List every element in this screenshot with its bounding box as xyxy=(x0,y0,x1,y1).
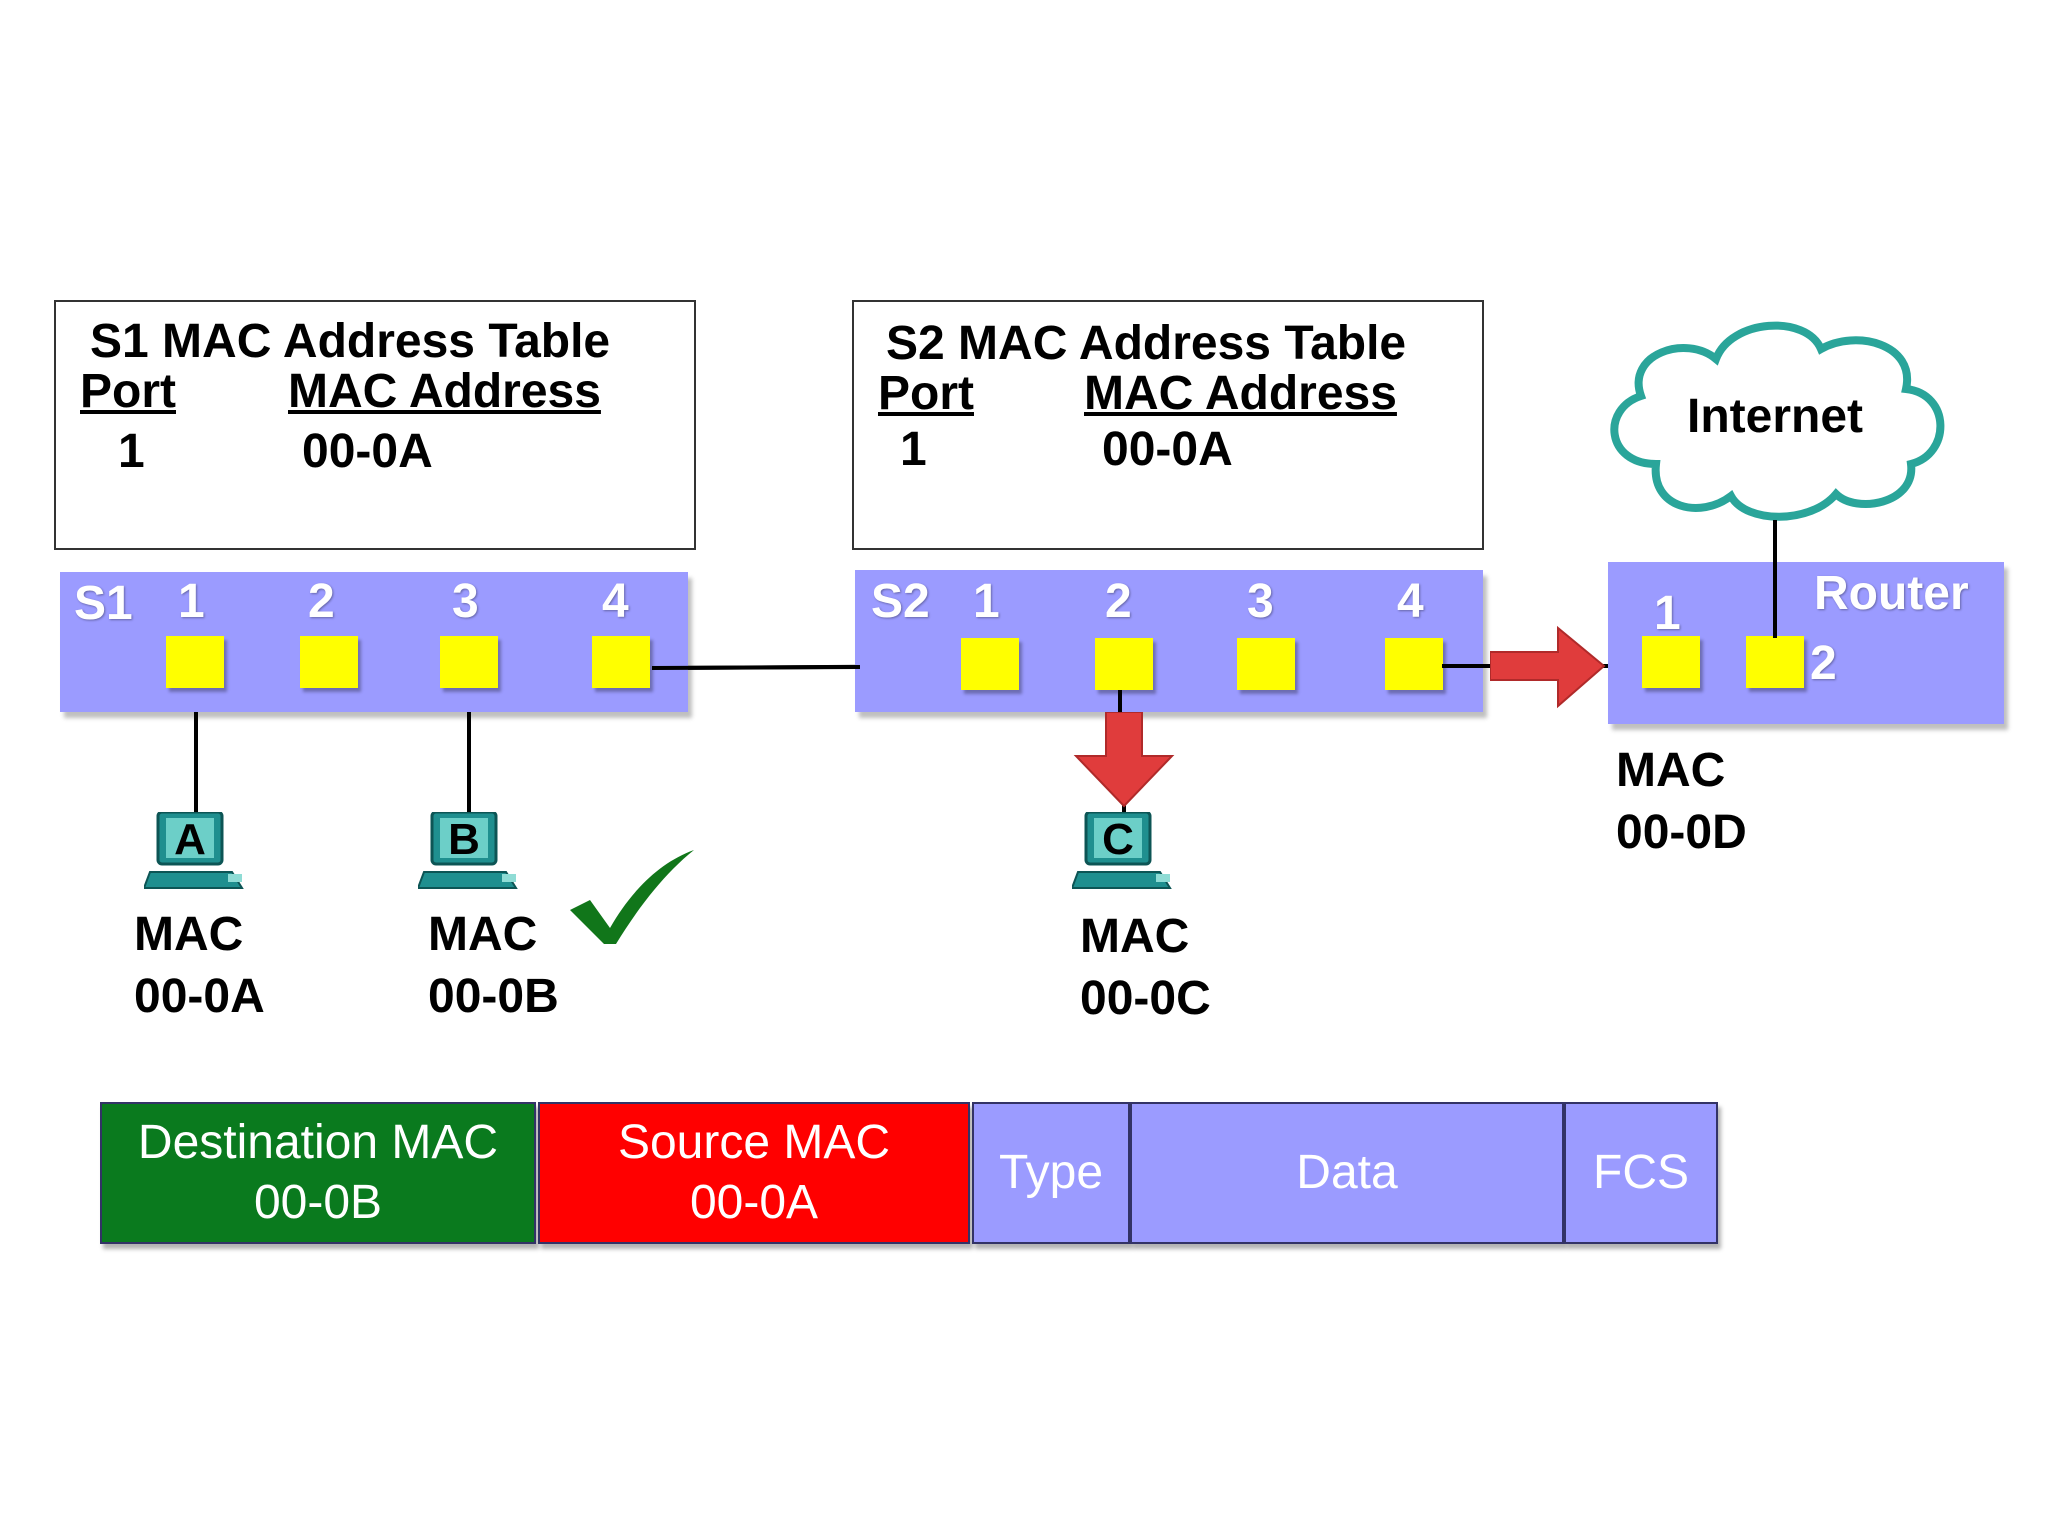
s2-table-port-header: Port xyxy=(878,367,974,420)
s2-port-4 xyxy=(1385,638,1443,690)
host-b-mac-caption: MAC xyxy=(428,908,538,961)
s2-port-1-label: 1 xyxy=(973,575,1000,628)
s2-table-row-mac: 00-0A xyxy=(1102,423,1233,476)
s2-port-2 xyxy=(1095,638,1153,690)
s1-table-mac-header: MAC Address xyxy=(288,365,601,418)
pc-icon: C xyxy=(1072,812,1172,889)
s2-table-mac-header: MAC Address xyxy=(1084,367,1397,420)
checkmark-icon xyxy=(570,850,694,944)
frame-src-value: 00-0A xyxy=(689,1176,819,1229)
host-a-mac-caption: MAC xyxy=(134,908,244,961)
frame-fcs: FCS xyxy=(1564,1102,1718,1244)
switch-s2-name: S2 xyxy=(871,575,930,628)
host-a-letter: A xyxy=(174,815,206,864)
s1-port-1 xyxy=(166,636,224,688)
frame-dest-value: 00-0B xyxy=(253,1176,383,1229)
s2-port-3 xyxy=(1237,638,1295,690)
router-mac-caption: MAC xyxy=(1616,744,1726,797)
pc-icon: B xyxy=(418,812,518,889)
arrow-icon xyxy=(1490,625,1606,709)
host-c-mac-caption: MAC xyxy=(1080,910,1190,963)
s1-table-title: S1 MAC Address Table xyxy=(90,315,611,368)
router-name: Router xyxy=(1814,567,1969,620)
frame-dest-label: Destination MAC xyxy=(137,1116,499,1169)
arrow-icon xyxy=(1073,712,1175,808)
switch-s1: S1 1 2 3 4 xyxy=(60,572,688,712)
s1-port-2 xyxy=(300,636,358,688)
s1-port-3-label: 3 xyxy=(452,575,479,628)
router-port-2 xyxy=(1746,636,1804,688)
router-mac-value: 00-0D xyxy=(1616,806,1747,859)
cloud-icon: Internet xyxy=(1610,321,1945,521)
s1-mac-table: S1 MAC Address Table Port MAC Address 1 … xyxy=(54,300,696,550)
host-c-mac-label: MAC 00-0C xyxy=(1080,906,1211,1030)
s2-mac-table: S2 MAC Address Table Port MAC Address 1 … xyxy=(852,300,1484,550)
s1-port-4 xyxy=(592,636,650,688)
frame-src-label: Source MAC xyxy=(617,1116,891,1169)
host-c-letter: C xyxy=(1102,815,1134,864)
s1-port-2-label: 2 xyxy=(308,575,335,628)
frame-type: Type xyxy=(972,1102,1130,1244)
switch-s1-name: S1 xyxy=(74,577,133,630)
frame-fcs-label: FCS xyxy=(1593,1146,1689,1199)
host-b-letter: B xyxy=(448,815,480,864)
s2-table-title: S2 MAC Address Table xyxy=(886,317,1407,370)
host-a-mac-label: MAC 00-0A xyxy=(134,904,265,1028)
router-port-2-label: 2 xyxy=(1810,637,1837,690)
host-b-mac-label: MAC 00-0B xyxy=(428,904,559,1028)
router-mac-label: MAC 00-0D xyxy=(1616,740,1747,864)
host-c-mac-value: 00-0C xyxy=(1080,972,1211,1025)
s2-port-2-label: 2 xyxy=(1105,575,1132,628)
router-port-1-label: 1 xyxy=(1654,587,1681,640)
s1-table-row-port: 1 xyxy=(118,425,145,478)
switch-s2: S2 1 2 3 4 xyxy=(855,570,1483,712)
cloud-label: Internet xyxy=(1687,390,1863,443)
s2-port-4-label: 4 xyxy=(1397,575,1424,628)
s2-table-row-port: 1 xyxy=(900,423,927,476)
router-port-1 xyxy=(1642,636,1700,688)
frame-type-label: Type xyxy=(998,1146,1104,1199)
host-a-mac-value: 00-0A xyxy=(134,970,265,1023)
s1-port-4-label: 4 xyxy=(602,575,629,628)
s1-port-3 xyxy=(440,636,498,688)
frame-source-mac: Source MAC 00-0A xyxy=(538,1102,970,1244)
s1-table-row-mac: 00-0A xyxy=(302,425,433,478)
s2-port-3-label: 3 xyxy=(1247,575,1274,628)
pc-icon: A xyxy=(144,812,244,889)
s1-table-port-header: Port xyxy=(80,365,176,418)
host-b-mac-value: 00-0B xyxy=(428,970,559,1023)
frame-data: Data xyxy=(1130,1102,1564,1244)
frame-data-label: Data xyxy=(1296,1146,1398,1199)
router: Router 1 2 xyxy=(1608,562,2004,724)
s2-port-1 xyxy=(961,638,1019,690)
frame-destination-mac: Destination MAC 00-0B xyxy=(100,1102,536,1244)
s1-port-1-label: 1 xyxy=(178,575,205,628)
